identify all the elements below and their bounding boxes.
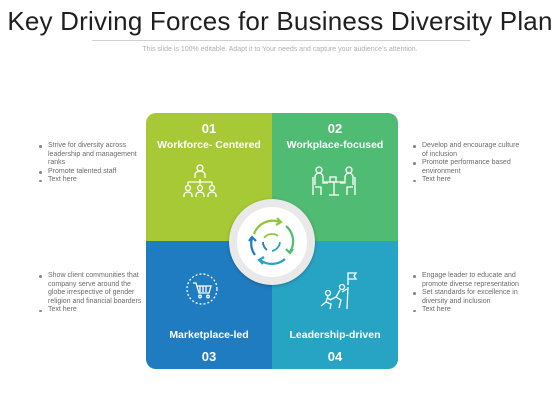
bullet-item: Show client communities that company ser… [38,272,144,306]
bullets-top-right: Develop and encourage culture of inclusi… [412,142,522,185]
bullet-item: Engage leader to educate and promote div… [412,272,522,289]
quadrant-label: Leadership-driven [289,329,381,341]
bullet-item: Text here [412,176,522,185]
bullet-item: Promote performance based environment [412,159,522,176]
quadrant-workforce: 01 Workforce- Centered [146,113,272,241]
bullet-item: Text here [38,176,142,185]
title-divider [92,40,470,41]
people-hierarchy-icon [183,164,217,197]
quadrant-label: Workforce- Centered [157,139,261,151]
bullets-bottom-right: Engage leader to educate and promote div… [412,272,522,315]
climbing-leader-icon [320,272,358,310]
center-circle-inner [237,207,307,277]
bullets-top-left: Strive for diversity across leadership a… [38,142,142,185]
cycle-arrows-icon [248,217,295,265]
center-circle [229,199,315,285]
page-title: Key Driving Forces for Business Diversit… [7,6,553,36]
quadrant-number: 01 [201,121,217,136]
bullet-item: Text here [412,306,522,315]
quadrant-number: 04 [327,349,343,364]
bullet-item: Develop and encourage culture of inclusi… [412,142,522,159]
bullet-item: Strive for diversity across leadership a… [38,142,142,168]
quadrant-label: Marketplace-led [169,329,249,341]
quadrant-number: 02 [327,121,343,136]
bullet-item: Set standards for excellence in diversit… [412,289,522,306]
page-subtitle: This slide is 100% editable. Adapt it to… [142,46,418,53]
bullet-item: Promote talented staff [38,168,142,177]
shopping-cart-icon [186,273,218,305]
bullet-item: Text here [38,306,144,315]
quadrant-number: 03 [201,349,217,364]
bullets-bottom-left: Show client communities that company ser… [38,272,144,315]
meeting-table-icon [312,166,356,196]
quadrant-label: Workplace-focused [286,139,384,151]
